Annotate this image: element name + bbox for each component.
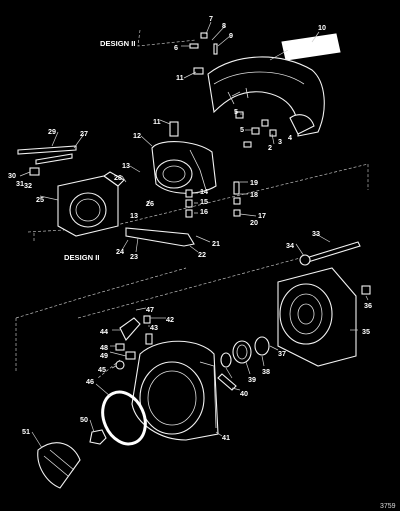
callout-49: 49	[100, 351, 108, 360]
callout-47: 47	[146, 305, 154, 314]
callout-9: 9	[229, 31, 233, 40]
callout-5a: 5	[234, 107, 238, 116]
callout-32: 32	[24, 181, 32, 190]
callout-50: 50	[80, 415, 88, 424]
callout-13b: 13	[130, 211, 138, 220]
callout-19: 19	[250, 178, 258, 187]
callout-labels: 1 2 3 4 5 5 6 7 8 9 10 11 11 12 13 13 14…	[8, 14, 372, 442]
callout-7: 7	[209, 14, 213, 23]
part-41-intake-housing	[131, 333, 219, 441]
part-33-bolt	[305, 241, 361, 263]
callout-10: 10	[318, 23, 326, 32]
pins-left	[17, 145, 77, 176]
part-46-oring	[101, 390, 147, 446]
callout-22: 22	[198, 250, 206, 259]
callout-34: 34	[286, 241, 294, 250]
callout-45: 45	[98, 365, 106, 374]
part-10-decal	[281, 33, 341, 61]
callout-46: 46	[86, 377, 94, 386]
callout-48: 48	[100, 343, 108, 352]
callout-36: 36	[364, 301, 372, 310]
part-1-steering-nozzle	[207, 56, 325, 137]
callout-21: 21	[212, 239, 220, 248]
callout-4: 4	[288, 133, 292, 142]
callout-5b: 5	[240, 125, 244, 134]
callout-11b: 11	[153, 117, 161, 126]
callout-6: 6	[174, 43, 178, 52]
part-34-washer	[299, 254, 311, 266]
callout-25: 25	[36, 195, 44, 204]
callout-27: 27	[80, 129, 88, 138]
callout-29: 29	[48, 127, 56, 136]
callout-8: 8	[222, 21, 226, 30]
part-35-pump-housing	[277, 267, 371, 367]
callout-39: 39	[248, 375, 256, 384]
part-50-nut	[89, 429, 107, 445]
design-label-bottom: DESIGN II	[64, 253, 99, 262]
callout-2: 2	[268, 143, 272, 152]
callout-23: 23	[130, 252, 138, 261]
callout-41: 41	[222, 433, 230, 442]
part-12-housing	[151, 121, 217, 194]
callout-31: 31	[16, 179, 24, 188]
callout-16: 16	[200, 207, 208, 216]
callout-30: 30	[8, 171, 16, 180]
callout-37: 37	[278, 349, 286, 358]
bolts-14-20	[185, 181, 241, 218]
callout-3: 3	[278, 137, 282, 146]
callout-1: 1	[286, 43, 290, 52]
callout-20: 20	[250, 218, 258, 227]
callout-12: 12	[133, 131, 141, 140]
seals-37-39	[217, 336, 270, 391]
top-hardware	[189, 32, 277, 148]
callout-40: 40	[240, 389, 248, 398]
figure-number: 3759	[380, 503, 396, 510]
callout-28: 28	[114, 173, 122, 182]
callout-42: 42	[166, 315, 174, 324]
callout-38: 38	[262, 367, 270, 376]
callout-15: 15	[200, 197, 208, 206]
callout-11a: 11	[176, 73, 184, 82]
design-label-top: DESIGN II	[100, 39, 135, 48]
part-22-link	[125, 227, 195, 247]
callout-43: 43	[150, 323, 158, 332]
callout-44: 44	[100, 327, 108, 336]
assembly-dash-lines	[15, 29, 369, 379]
callout-51: 51	[22, 427, 30, 436]
callout-14: 14	[200, 187, 208, 196]
callout-18: 18	[250, 190, 258, 199]
callout-17: 17	[258, 211, 266, 220]
callout-24: 24	[116, 247, 124, 256]
callout-33: 33	[312, 229, 320, 238]
part-25-adapter	[57, 171, 125, 237]
part-51-cone	[37, 442, 81, 489]
callout-26: 26	[146, 199, 154, 208]
callout-13a: 13	[122, 161, 130, 170]
hardware-42-49	[115, 315, 151, 370]
leader-lines	[19, 21, 369, 449]
callout-35: 35	[362, 327, 370, 336]
